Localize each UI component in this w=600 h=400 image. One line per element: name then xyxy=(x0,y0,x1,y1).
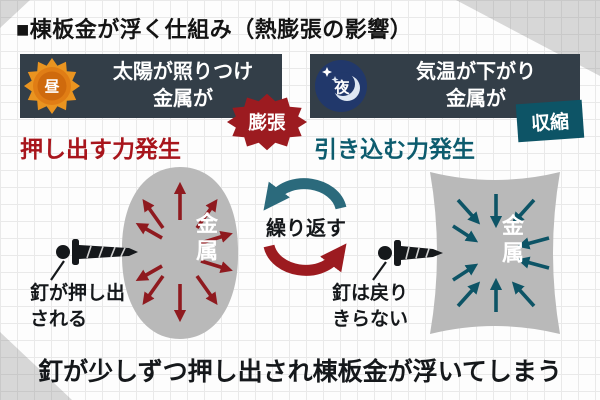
night-time-label: 夜 xyxy=(333,79,350,97)
day-nail-note-line2: される xyxy=(30,309,88,330)
moon-icon: 夜 xyxy=(315,60,367,112)
night-headline-line1: 気温が下がり xyxy=(416,61,536,83)
night-headline: 気温が下がり 金属が xyxy=(372,59,580,113)
day-nail-note-line1: 釘が押し出 xyxy=(30,283,126,304)
bottom-caption: 釘が少しずつ押し出され棟板金が浮いてしまう xyxy=(38,358,562,386)
nail-day xyxy=(56,239,138,265)
sun-icon: 昼 xyxy=(24,58,80,114)
night-nail-note: 釘は戻り きらない xyxy=(332,281,408,333)
contraction-arrows xyxy=(452,194,550,312)
day-expansion-diagram xyxy=(50,167,239,339)
page-title: ■棟板金が浮く仕組み（熱膨張の影響） xyxy=(16,17,413,42)
day-metal-label: 金属 xyxy=(193,212,218,266)
star-icon xyxy=(322,67,332,77)
night-headline-line2: 金属が xyxy=(446,88,506,110)
cycle-arrow-top xyxy=(263,178,347,211)
night-contraction-diagram xyxy=(372,172,560,334)
cycle-label: 繰り返す xyxy=(266,218,346,240)
day-headline-line2: 金属が xyxy=(153,88,213,110)
nail-day-leader-line xyxy=(50,260,65,281)
day-time-label: 昼 xyxy=(44,79,59,96)
burst-shape xyxy=(226,93,308,151)
night-nail-note-line1: 釘は戻り xyxy=(332,283,409,304)
metal-block-contracted xyxy=(430,172,560,334)
day-headline-line1: 太陽が照りつけ xyxy=(112,61,254,83)
cycle-arrow-bottom xyxy=(263,243,347,276)
expansion-arrows xyxy=(135,181,233,323)
day-nail-note: 釘が押し出 される xyxy=(30,281,125,333)
night-panel-header: 夜 気温が下がり 金属が xyxy=(310,54,580,118)
nail-night-leader-line xyxy=(372,261,387,281)
night-nail-note-line2: きらない xyxy=(332,309,409,330)
night-metal-label: 金属 xyxy=(499,214,524,268)
star-icon xyxy=(331,76,339,83)
nail-night xyxy=(378,240,443,266)
night-force-label: 引き込む力発生 xyxy=(314,136,475,162)
day-force-label: 押し出す力発生 xyxy=(20,136,181,162)
expansion-badge-label: 膨張 xyxy=(247,112,286,133)
expansion-badge: 膨張 xyxy=(226,93,308,151)
day-headline: 太陽が照りつけ 金属が xyxy=(84,59,282,113)
contraction-badge: 収縮 xyxy=(515,99,585,143)
day-panel-header: 昼 太陽が照りつけ 金属が xyxy=(20,54,282,118)
repeat-cycle-icon xyxy=(263,178,347,276)
